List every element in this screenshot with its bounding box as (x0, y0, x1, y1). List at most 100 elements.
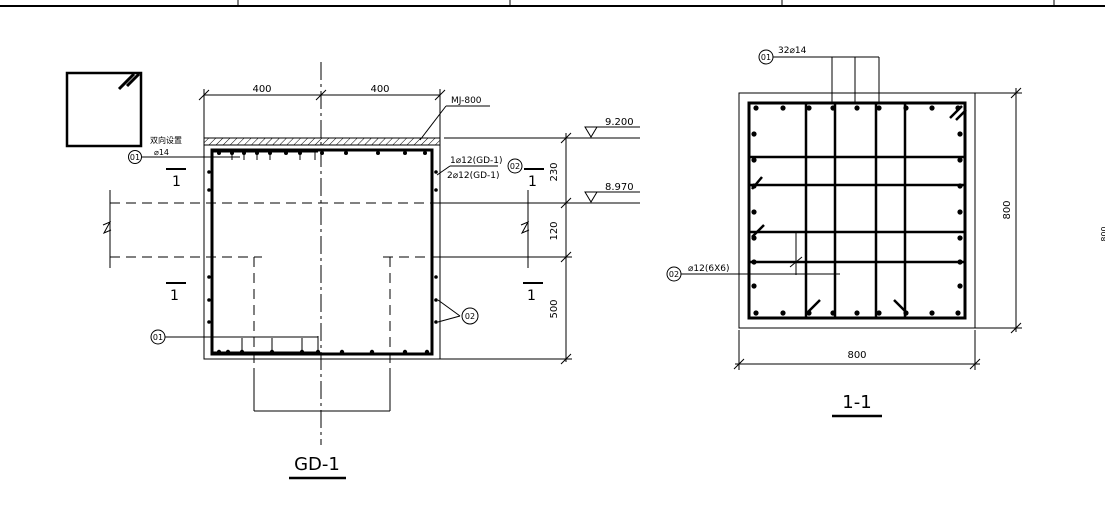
rebar-dot (255, 151, 259, 155)
rebar-dot (903, 310, 909, 316)
rebar-dot (957, 131, 963, 137)
tag-02-low: 02 (465, 312, 475, 321)
tag-02-mid-circle (507, 158, 523, 174)
note-bar: ⌀14 (154, 148, 169, 157)
rebar-dot (751, 259, 757, 265)
embedded-plate (203, 137, 441, 146)
column-outline (203, 144, 441, 360)
sec-dim-height: 800 (1002, 200, 1013, 219)
rebar-dot (242, 151, 246, 155)
column-section-symbol (65, 71, 143, 148)
rebar-dot (299, 349, 305, 355)
rebar-dot (806, 310, 812, 316)
tag-02-low-circle (461, 307, 479, 325)
rebar-dot (957, 157, 963, 163)
elev-9-200: 9.200 (605, 117, 634, 128)
rebar-dot (369, 349, 375, 355)
rebar-dot (230, 151, 234, 155)
title-1-1: 1-1 (842, 392, 871, 413)
rebar-dot (217, 151, 221, 155)
rebar-dot (403, 151, 407, 155)
rebar-dot (955, 310, 961, 316)
rebar-dot (207, 188, 211, 192)
rebar-dot (339, 349, 345, 355)
rebar-dot (903, 105, 909, 111)
sec-dim-width: 800 (847, 350, 866, 361)
rebar-dot (780, 310, 786, 316)
elev-8-970: 8.970 (605, 182, 634, 193)
rebar-dot (434, 320, 438, 324)
cut-label-right-bottom: 1 (527, 288, 536, 304)
tag-01-top: 01 (130, 153, 140, 162)
title-gd1: GD-1 (294, 454, 340, 475)
sec-bars-main: 32⌀14 (778, 46, 807, 56)
rebar-dot (751, 131, 757, 137)
rebar-dot (239, 349, 245, 355)
rebar-dot (806, 105, 812, 111)
rebar-dot (424, 349, 430, 355)
cut-label-left-top: 1 (172, 174, 181, 190)
sec-tag-02: 02 (669, 270, 679, 279)
section-1-1: 01 32⌀14 02 ⌀12(6X6) 800 800 1-1 800 (666, 46, 1105, 418)
rebar-dot (957, 209, 963, 215)
rebar-dot (751, 157, 757, 163)
edge-label: 800 (1100, 226, 1105, 241)
bar-note-1: 1⌀12(GD-1) (450, 156, 503, 166)
rebar-dot (376, 151, 380, 155)
rebar-dot (753, 310, 759, 316)
rebar-dot (423, 151, 427, 155)
dim-120: 120 (549, 221, 560, 240)
rebar-dot (751, 183, 757, 189)
rebar-dot (207, 320, 211, 324)
rebar-dot (207, 275, 211, 279)
gd1-elevation: 400 400 MJ-800 (102, 62, 640, 480)
rebar-dot (284, 151, 288, 155)
rebar-dot (402, 349, 408, 355)
rebar-dot (929, 105, 935, 111)
dim-230: 230 (549, 162, 560, 181)
sec-tag-01: 01 (761, 53, 771, 62)
rebar-dot (876, 310, 882, 316)
rebar-dot (957, 235, 963, 241)
rebar-dot (830, 105, 836, 111)
rebar-dot (434, 188, 438, 192)
rebar-dot (298, 151, 302, 155)
rebar-dot (751, 235, 757, 241)
rebar-dot (957, 183, 963, 189)
rebar-dot (751, 283, 757, 289)
bar-note-2: 2⌀12(GD-1) (447, 171, 500, 181)
rebar-dot (344, 151, 348, 155)
rebar-dot (434, 298, 438, 302)
rebar-dot (854, 105, 860, 111)
rebar-dot (830, 310, 836, 316)
title-block-strip (0, 0, 1105, 7)
rebar-dot (753, 105, 759, 111)
rebar-dot (929, 310, 935, 316)
stirrup-outline (210, 148, 434, 356)
rebar-dot (780, 105, 786, 111)
rebar-dot (434, 275, 438, 279)
rebar-dot (854, 310, 860, 316)
rebar-dot (751, 209, 757, 215)
rebar-dot (315, 349, 321, 355)
tag-01-top-circle (128, 150, 142, 164)
tag-02-mid: 02 (510, 162, 520, 171)
rebar-dot (216, 349, 222, 355)
rebar-dot (269, 349, 275, 355)
rebar-dot (957, 259, 963, 265)
rebar-dot (957, 283, 963, 289)
note-two-way: 双向设置 (150, 135, 182, 145)
dim-400-left: 400 (252, 84, 271, 95)
dim-400-right: 400 (370, 84, 389, 95)
label-mj-800: MJ-800 (451, 96, 482, 106)
section-rebar-dots (751, 105, 963, 316)
gd1-rebar-dots (207, 151, 438, 355)
rebar-dot (207, 170, 211, 174)
section-outline (738, 92, 976, 329)
cut-label-right-top: 1 (528, 174, 537, 190)
rebar-dot (207, 298, 211, 302)
tag-01-bottom: 01 (153, 333, 163, 342)
rebar-dot (225, 349, 231, 355)
section-stirrup (747, 101, 967, 320)
